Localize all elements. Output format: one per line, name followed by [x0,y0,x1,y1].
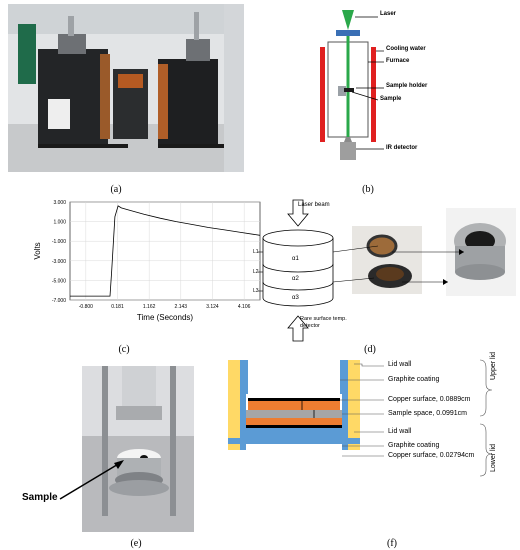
y-tick-label: 3.000 [53,200,66,206]
label-rare-detector: Rare surface temp. detector [300,316,347,329]
label-upper-lid: Upper lid [490,351,497,380]
detector-arrow [287,315,309,342]
panel-b-diagram [320,10,384,160]
label-l1: L1 [253,249,259,255]
label-copper-upper: Copper surface, 0.0889cm [388,396,471,403]
sample-space-layer [246,410,342,418]
panel-c-caption: (c) [118,344,130,355]
lower-black-line [246,425,342,428]
y-tick-label: -5.000 [52,278,66,284]
label-a2: α2 [292,276,299,282]
y-tick-label: -7.000 [52,298,66,304]
cylinder-top [262,229,334,247]
upper-black-line [248,398,340,401]
panel-d-caption: (d) [364,344,376,355]
laser-arrow [287,199,309,227]
label-laser-beam: Laser beam [298,202,330,208]
label-copper-lower: Copper surface, 0.02794cm [388,452,475,459]
x-tick-label: 3.124 [206,304,219,310]
lower-copper [246,418,342,425]
y-axis-label: Volts [33,242,42,259]
label-laser: Laser [380,11,397,17]
x-tick-label: 4.106 [238,304,251,310]
label-sample: Sample [380,96,402,102]
label-furnace: Furnace [386,58,410,64]
sample-rect [344,88,354,92]
panel-a-photo [8,4,244,172]
furnace-wall-right [371,47,376,142]
label-sample-holder: Sample holder [386,83,428,89]
label-a3: α3 [292,295,299,301]
panel-e-caption: (e) [130,538,142,549]
plot-frame [69,201,261,301]
series-line [70,205,261,297]
panel-f-diagram [228,359,493,477]
panel-b-caption: (b) [362,184,374,195]
x-tick-label: 0.181 [111,304,124,310]
label-ir-detector: IR detector [386,145,418,151]
laser-cone [342,10,354,30]
sample-pointer [59,460,124,500]
x-tick-label: 2.143 [175,304,188,310]
x-axis-label: Time (Seconds) [137,313,194,322]
label-sample-e: Sample [22,492,58,503]
furnace-wall-left [320,47,325,142]
x-tick-label: 1.162 [143,304,156,310]
panel-f-caption: (f) [387,538,397,549]
label-graphite-lower: Graphite coating [388,442,440,449]
panel-e-photo [82,366,194,532]
label-graphite-upper: Graphite coating [388,376,440,383]
y-tick-label: -1.000 [52,239,66,245]
panel-d-diagram [258,199,516,342]
label-sample-space: Sample space, 0.0991cm [388,410,467,417]
top-plate [336,30,360,36]
cylinder-bottom [262,297,334,307]
y-tick-label: 1.000 [53,220,66,226]
label-l3: L3 [253,288,259,294]
ir-detector-body [340,142,356,160]
label-a1: α1 [292,256,299,262]
label-lower-lid: Lower lid [490,443,497,472]
sample-stage-illustration [82,366,194,532]
lab-equipment-illustration [8,4,244,172]
panel-c-chart: 3.000 1.000 -1.000 -3.000 -5.000 -7.000 -0.800… [33,200,261,322]
label-cooling-water: Cooling water [386,46,426,52]
sample-holder [338,86,346,96]
x-tick-label: -0.800 [79,304,93,310]
label-lid-wall-upper: Lid wall [388,361,412,368]
panel-a-caption: (a) [110,184,122,195]
label-lid-wall-lower: Lid wall [388,428,412,435]
upper-copper [248,401,340,410]
y-tick-label: -3.000 [52,259,66,265]
label-l2: L2 [253,269,259,275]
ir-detector-cap [344,137,352,142]
